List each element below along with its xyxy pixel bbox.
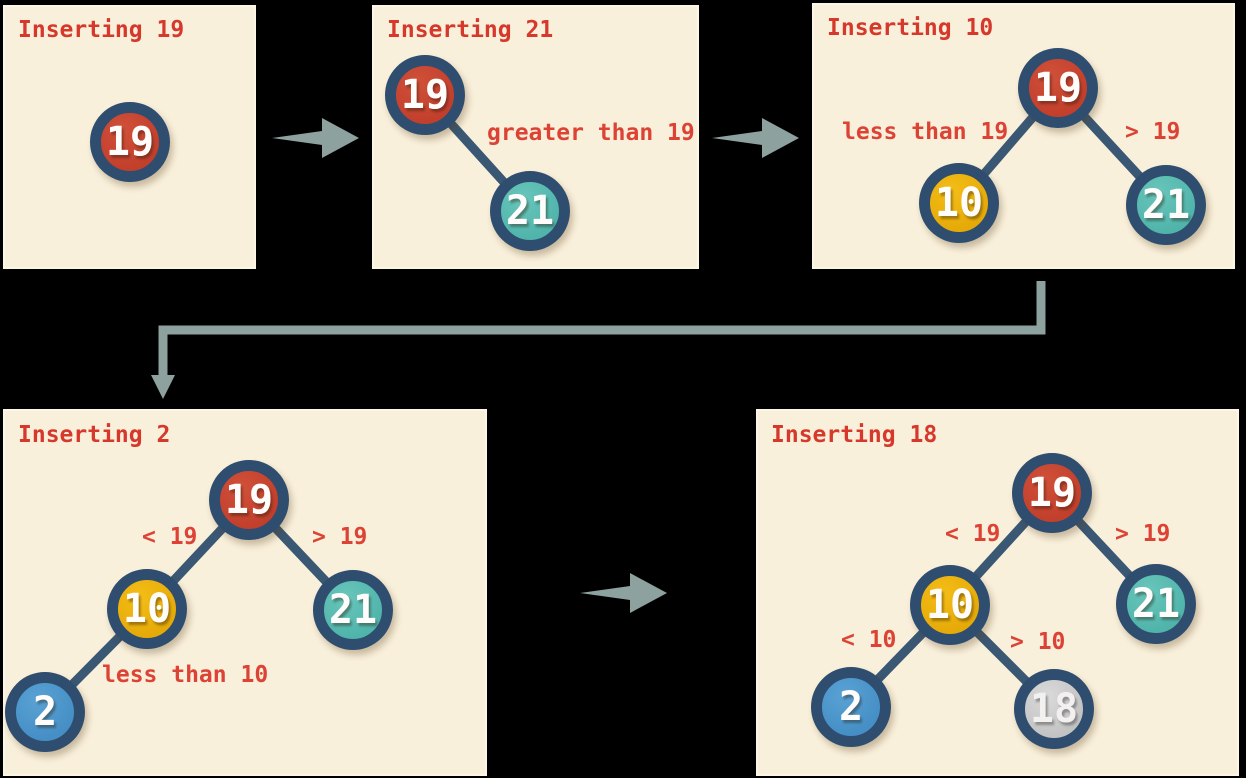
arrow-right-icon: [272, 118, 359, 158]
node-value: 19: [1027, 470, 1077, 516]
tree-node-21: 21: [1116, 564, 1196, 644]
edge-label-lt-10: < 10: [841, 627, 897, 653]
node-value: 21: [1141, 182, 1191, 228]
edge-label-gt-19: > 19: [1115, 521, 1171, 547]
node-value: 21: [1131, 581, 1181, 627]
arrow-right-icon: [712, 118, 799, 158]
edge-label-lt-19: < 19: [945, 521, 1001, 547]
edge-label-gt-19: > 19: [1125, 119, 1181, 145]
panel-inserting-21: Inserting 21 greater than 19 19 21: [372, 5, 699, 269]
panel-inserting-18: Inserting 18 < 19 > 19 < 10 > 10 19 10 2…: [756, 409, 1239, 776]
tree-node-10: 10: [107, 569, 187, 649]
panel-title: Inserting 2: [18, 422, 171, 448]
edge-label-gt-10: > 10: [1010, 629, 1066, 655]
node-value: 10: [925, 582, 975, 628]
panel-title: Inserting 10: [827, 15, 994, 41]
tree-node-21: 21: [490, 171, 570, 251]
panel-inserting-2: Inserting 2 < 19 > 19 less than 10 19 10…: [3, 409, 487, 776]
panel-title: Inserting 19: [18, 17, 185, 43]
tree-node-19: 19: [209, 460, 289, 540]
node-value: 10: [934, 180, 984, 226]
edge-label-greater-than-19: greater than 19: [487, 120, 695, 146]
panel-inserting-10: Inserting 10 less than 19 > 19 19 10 21: [812, 3, 1235, 269]
panel-title: Inserting 18: [771, 422, 938, 448]
panel-title: Inserting 21: [387, 17, 554, 43]
tree-node-19: 19: [385, 55, 465, 135]
tree-node-19: 19: [90, 102, 170, 182]
node-value: 18: [1029, 686, 1079, 732]
tree-node-21: 21: [313, 570, 393, 650]
node-value: 2: [838, 684, 864, 730]
edge-label-less-than-19: less than 19: [842, 119, 1009, 145]
tree-node-10: 10: [910, 565, 990, 645]
node-value: 2: [32, 689, 58, 735]
node-value: 21: [505, 188, 555, 234]
node-value: 21: [328, 587, 378, 633]
tree-node-18: 18: [1014, 669, 1094, 749]
tree-node-19: 19: [1018, 48, 1098, 128]
node-value: 19: [105, 119, 155, 165]
node-value: 10: [122, 586, 172, 632]
edge-label-less-than-10: less than 10: [102, 662, 269, 688]
tree-node-19: 19: [1012, 453, 1092, 533]
tree-node-10: 10: [919, 163, 999, 243]
edge-label-gt-19: > 19: [312, 524, 368, 550]
node-value: 19: [1033, 65, 1083, 111]
panel-inserting-19: Inserting 19 19: [3, 5, 256, 269]
elbow-arrow-down-icon: [151, 281, 1046, 399]
tree-node-21: 21: [1126, 165, 1206, 245]
tree-node-2: 2: [811, 667, 891, 747]
arrow-right-icon: [580, 573, 667, 613]
edge-label-lt-19: < 19: [142, 524, 198, 550]
tree-node-2: 2: [5, 672, 85, 752]
node-value: 19: [224, 477, 274, 523]
node-value: 19: [400, 72, 450, 118]
